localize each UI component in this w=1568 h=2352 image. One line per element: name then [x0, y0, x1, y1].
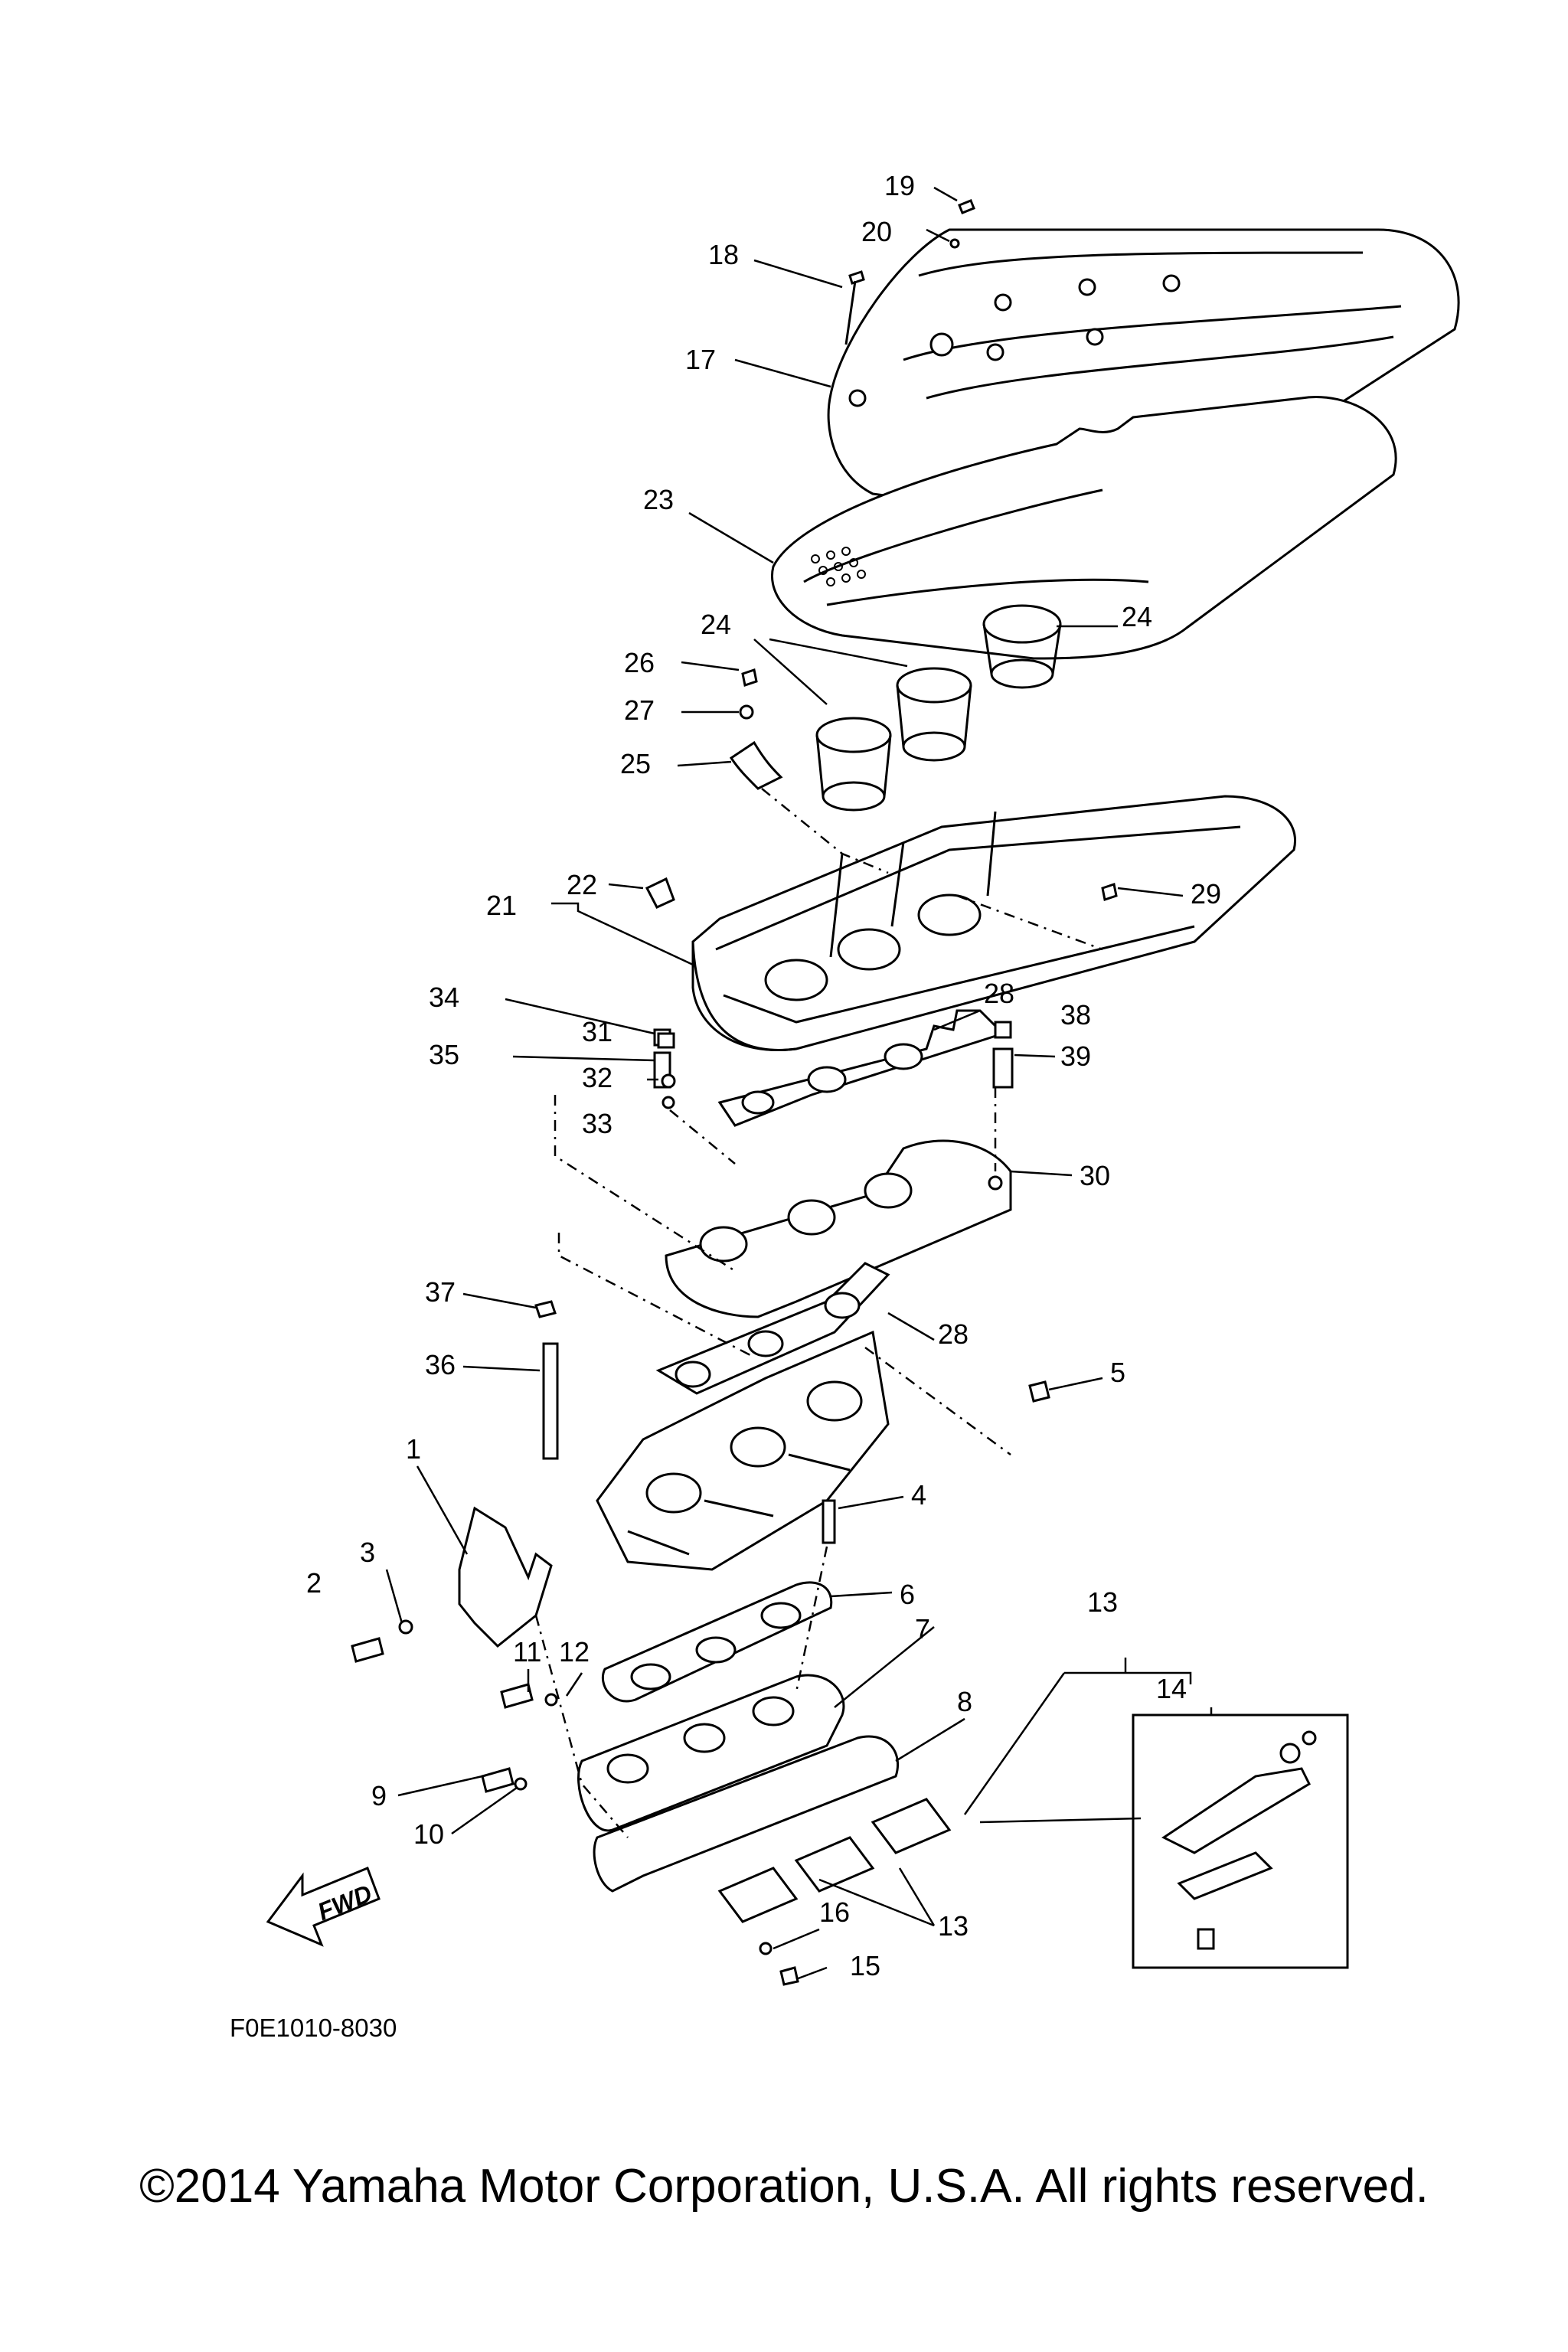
- drawing-code: F0E1010-8030: [230, 2014, 397, 2042]
- callout-22: 22: [567, 869, 597, 900]
- callout-28-upper: 28: [984, 978, 1014, 1009]
- gasket-28-upper: [717, 1009, 1005, 1127]
- callout-11: 11: [513, 1636, 541, 1668]
- callout-32: 32: [582, 1062, 612, 1093]
- callout-20: 20: [861, 216, 892, 247]
- callout-5: 5: [1110, 1357, 1125, 1388]
- callout-30: 30: [1080, 1160, 1110, 1191]
- callout-14: 14: [1156, 1673, 1187, 1704]
- callout-24-right: 24: [1122, 601, 1152, 632]
- callout-31: 31: [582, 1016, 612, 1047]
- callout-16: 16: [819, 1896, 850, 1928]
- callout-15: 15: [850, 1950, 880, 1981]
- manifold-gasket-6: [601, 1581, 833, 1703]
- callout-3: 3: [360, 1537, 375, 1568]
- callout-13-top: 13: [1087, 1586, 1118, 1618]
- callout-21: 21: [486, 890, 517, 921]
- callout-17: 17: [685, 344, 716, 375]
- callout-13-bottom: 13: [938, 1910, 969, 1942]
- callout-29: 29: [1191, 878, 1221, 910]
- callout-35: 35: [429, 1039, 459, 1070]
- adapter-plate: [665, 1139, 1012, 1318]
- alignment-lines: [534, 788, 1103, 1838]
- callout-27: 27: [624, 694, 655, 726]
- callout-1: 1: [406, 1433, 421, 1465]
- gasket-screen-holes: [811, 547, 866, 586]
- callout-26: 26: [624, 647, 655, 678]
- carburetor-assembly: [596, 1330, 890, 1571]
- callout-38: 38: [1060, 999, 1091, 1031]
- callout-19: 19: [884, 170, 915, 201]
- fitting-elbow: [645, 877, 675, 909]
- bracket-25: [729, 740, 783, 790]
- callout-10: 10: [413, 1818, 444, 1850]
- callout-36: 36: [425, 1349, 456, 1380]
- silencer-case: [691, 795, 1296, 1051]
- intake-funnels: [815, 604, 1062, 812]
- reed-valves: [717, 1798, 952, 1923]
- reed-valve-plate: [593, 1735, 900, 1893]
- leader-lines: [385, 186, 1213, 1981]
- callout-28-lower: 28: [938, 1318, 969, 1350]
- gasket-28-lower: [655, 1262, 890, 1395]
- callout-39: 39: [1060, 1040, 1091, 1072]
- intake-manifold: [577, 1674, 845, 1832]
- throttle-bracket: [458, 1506, 553, 1648]
- silencer-cover: [827, 228, 1460, 525]
- callout-6: 6: [900, 1579, 915, 1610]
- callout-23: 23: [643, 484, 674, 515]
- callout-2: 2: [306, 1567, 322, 1599]
- callout-25: 25: [620, 748, 651, 779]
- callout-7: 7: [915, 1613, 930, 1645]
- copyright-notice: ©2014 Yamaha Motor Corporation, U.S.A. A…: [139, 2160, 1429, 2213]
- callout-8: 8: [957, 1686, 972, 1717]
- callout-labels: 19 20 18 17 23 24 24 26 27 25 22 21 29 3…: [306, 170, 1221, 1981]
- callout-34: 34: [429, 982, 459, 1013]
- callout-24-left: 24: [701, 609, 731, 640]
- fasteners: [351, 199, 1118, 1986]
- callout-18: 18: [708, 239, 739, 270]
- cover-gasket: [771, 396, 1397, 660]
- forward-arrow-icon: FWD: [266, 1867, 381, 1947]
- callout-9: 9: [371, 1780, 387, 1811]
- callout-33: 33: [582, 1108, 612, 1139]
- callout-12: 12: [559, 1636, 590, 1668]
- callout-4: 4: [911, 1479, 926, 1511]
- reed-valve-inset: [1132, 1713, 1349, 1969]
- callout-37: 37: [425, 1276, 456, 1308]
